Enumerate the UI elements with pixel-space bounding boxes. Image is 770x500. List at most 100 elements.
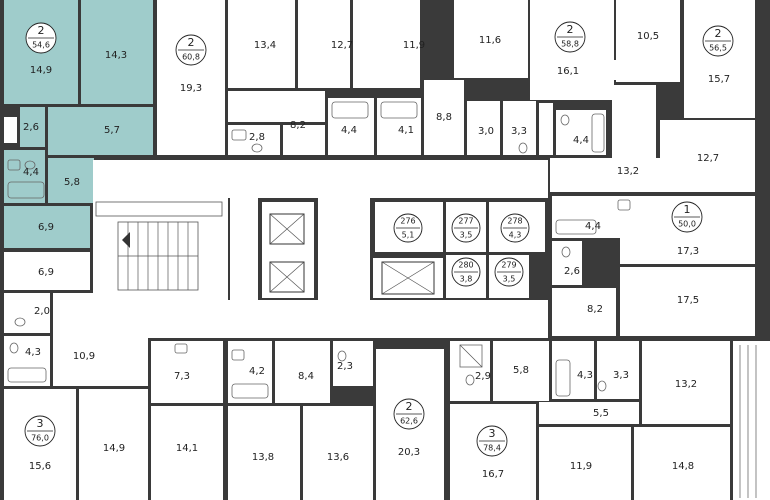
room-bedroom: [634, 427, 730, 500]
main-corridor-top: [93, 160, 548, 198]
room-area-label: 16,7: [482, 469, 504, 480]
room-area-label: 8,4: [298, 371, 314, 382]
apartment-badge[interactable]: 3 78,4: [476, 425, 508, 457]
room-bath: [328, 98, 374, 155]
room-hall: [275, 341, 330, 403]
storage-badge[interactable]: 278 4,3: [500, 213, 530, 243]
room-kitchen: [642, 341, 730, 424]
apartment-badge[interactable]: 2 54,6: [25, 22, 57, 54]
toilet-icon: [337, 350, 347, 362]
apartment-badge[interactable]: 3 76,0: [24, 415, 56, 447]
apartment-badge[interactable]: 2 62,6: [393, 398, 425, 430]
svg-text:2: 2: [38, 24, 45, 37]
room-area-label: 13,2: [675, 379, 697, 390]
svg-text:276: 276: [400, 217, 415, 226]
highlighted-apartment[interactable]: [4, 0, 153, 248]
stair-window: [95, 201, 223, 217]
room-area-label: 4,3: [577, 370, 593, 381]
lobby: [318, 198, 370, 300]
room-area-label: 11,9: [570, 461, 592, 472]
facade-strip: [733, 341, 770, 500]
svg-text:1: 1: [684, 203, 691, 216]
svg-text:5,1: 5,1: [402, 231, 415, 240]
svg-text:4,3: 4,3: [509, 231, 522, 240]
bathtub-icon: [7, 367, 47, 383]
apartment-badge[interactable]: 1 50,0: [671, 201, 703, 233]
elevator-shaft: [262, 202, 314, 298]
room-utility: [600, 60, 630, 80]
bathtub-icon: [555, 359, 571, 397]
bathtub-icon: [331, 101, 369, 119]
room-area-label: 2,0: [34, 306, 50, 317]
sink-icon: [174, 343, 188, 354]
room-area-label: 4,4: [573, 135, 589, 146]
svg-text:280: 280: [458, 261, 473, 270]
svg-text:3,5: 3,5: [460, 231, 473, 240]
room-bedroom: [303, 406, 373, 500]
bathtub-icon: [555, 219, 597, 235]
toilet-icon: [251, 143, 263, 153]
room-wc: [4, 293, 50, 333]
room-area-label: 20,3: [398, 447, 420, 458]
storage-badge[interactable]: 276 5,1: [393, 213, 423, 243]
svg-text:50,0: 50,0: [678, 220, 696, 229]
bathtub-icon: [380, 101, 418, 119]
room-area-label: 16,1: [557, 66, 579, 77]
room-area-label: 3,0: [478, 126, 494, 137]
shaft: [4, 117, 17, 143]
storage-badge[interactable]: 279 3,5: [494, 257, 524, 287]
svg-text:62,6: 62,6: [400, 417, 418, 426]
svg-text:2: 2: [406, 400, 413, 413]
svg-text:3,8: 3,8: [460, 275, 473, 284]
svg-text:278: 278: [507, 217, 522, 226]
toilet-icon: [24, 160, 36, 170]
room-area-label: 11,9: [403, 40, 425, 51]
elevator-shaft: [373, 258, 443, 298]
room-wc: [597, 341, 639, 399]
sink-icon: [231, 349, 245, 361]
svg-text:3: 3: [37, 417, 44, 430]
room-hall: [424, 80, 464, 155]
toilet-icon: [560, 114, 570, 126]
svg-text:2: 2: [715, 27, 722, 40]
room-bedroom: [454, 0, 528, 78]
room-hall: [539, 402, 639, 424]
sink-icon: [617, 199, 631, 211]
facade-windows: [739, 345, 757, 498]
room-hall: [550, 158, 660, 192]
room-area-label: 5,7: [104, 125, 120, 136]
room-bedroom: [151, 406, 223, 500]
room-area-label: 14,3: [105, 50, 127, 61]
svg-text:2: 2: [188, 36, 195, 49]
room-bedroom: [353, 0, 420, 88]
room-area-label: 11,6: [479, 35, 501, 46]
toilet-icon: [9, 342, 19, 354]
room-area-label: 14,8: [672, 461, 694, 472]
room-area-label: 4,3: [25, 347, 41, 358]
room-area-label: 10,5: [637, 31, 659, 42]
room-area-label: 17,5: [677, 295, 699, 306]
room-bath: [377, 98, 421, 155]
room-kitchen: [660, 120, 755, 192]
svg-text:76,0: 76,0: [31, 434, 49, 443]
room-bath: [4, 336, 50, 386]
storage-badge[interactable]: 277 3,5: [451, 213, 481, 243]
sink-icon: [231, 129, 247, 141]
storage-badge[interactable]: 280 3,8: [451, 257, 481, 287]
room-bath: [556, 110, 606, 155]
room-area-label: 15,6: [29, 461, 51, 472]
room-area-label: 4,1: [398, 125, 414, 136]
apartment-badge[interactable]: 2 60,8: [175, 34, 207, 66]
lobby: [230, 198, 258, 300]
apartment-badge[interactable]: 2 56,5: [702, 25, 734, 57]
room-bath: [552, 341, 594, 399]
svg-text:277: 277: [458, 217, 473, 226]
svg-text:78,4: 78,4: [483, 444, 501, 453]
svg-text:60,8: 60,8: [182, 53, 200, 62]
room-area-label: 5,8: [64, 177, 80, 188]
room-area-label: 12,7: [697, 153, 719, 164]
room-living: [157, 0, 225, 155]
apartment-badge[interactable]: 2 58,8: [554, 21, 586, 53]
bathtub-icon: [231, 383, 269, 399]
